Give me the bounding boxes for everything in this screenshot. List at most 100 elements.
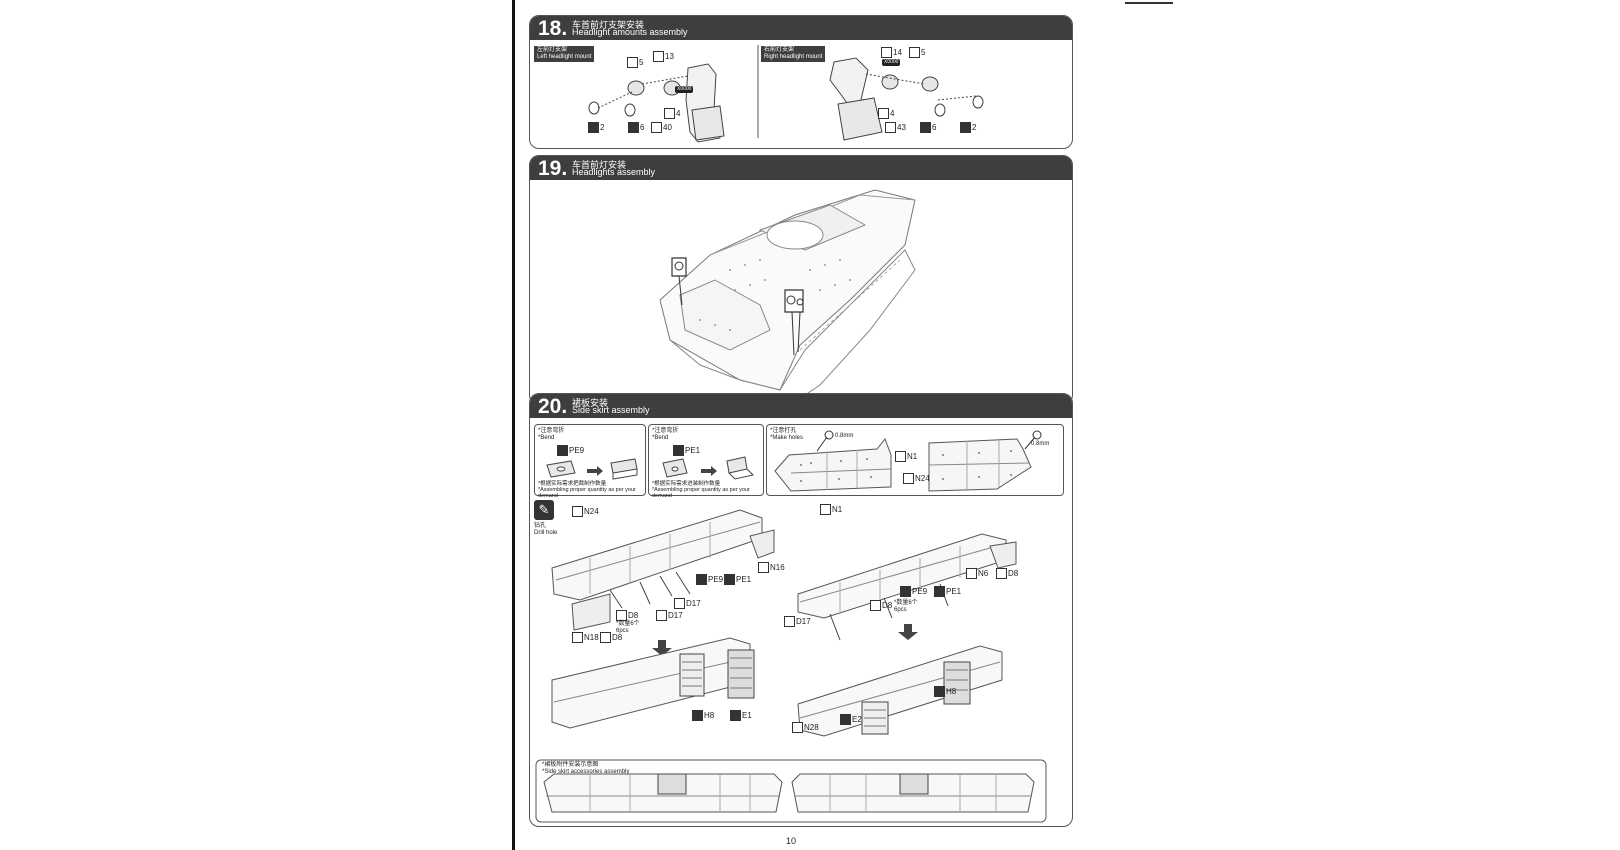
accessories-title-en: *Side skirt accessories assembly bbox=[542, 769, 630, 775]
part-label-left-40: 40 bbox=[651, 122, 672, 133]
part-number: N16 bbox=[770, 563, 785, 572]
sprue-chip bbox=[903, 473, 914, 484]
step-18-panel: 18. 车首前灯支架安装 Headlight amounts assembly … bbox=[529, 15, 1073, 149]
skirt-left-d8b: D8 bbox=[600, 632, 622, 643]
skirt-right-d8a: D8 bbox=[996, 568, 1018, 579]
part-number: D8 bbox=[1008, 569, 1019, 578]
part-number: 5 bbox=[921, 48, 926, 57]
part-label-left-4: 4 bbox=[664, 108, 680, 119]
note-hole-part-n24: N24 bbox=[903, 473, 930, 484]
step-19-title-cn: 车首前灯安装 bbox=[572, 161, 627, 171]
left-mount-label: 左前灯支架 Left headlight mount bbox=[534, 46, 595, 62]
skirt-left-h8: H8 bbox=[692, 710, 714, 721]
step-20-header: 20. 裙板安装 Side skirt assembly bbox=[530, 394, 1072, 418]
part-number: 5 bbox=[639, 58, 644, 67]
sprue-chip bbox=[627, 57, 638, 68]
part-number: PE9 bbox=[912, 587, 928, 596]
sprue-chip bbox=[960, 122, 971, 133]
part-number: N6 bbox=[978, 569, 989, 578]
accessories-title: *裙板附件安装示意图 *Side skirt accessories assem… bbox=[542, 762, 629, 776]
qty-en: 6pcs bbox=[894, 607, 907, 613]
part-number: 14 bbox=[893, 48, 902, 57]
note-title-en: *Bend bbox=[538, 435, 555, 441]
skirt-left-d8a: D8 bbox=[616, 610, 638, 621]
note-bend-pe9-title: *注意弯折 *Bend bbox=[538, 428, 564, 442]
sprue-chip bbox=[572, 632, 583, 643]
step-18-title-cn: 车首前灯支架安装 bbox=[572, 21, 645, 31]
part-number: 2 bbox=[972, 123, 977, 132]
part-number: N18 bbox=[584, 633, 599, 642]
left-mount-tag: X0000 bbox=[675, 86, 694, 93]
right-mount-tag: X0000 bbox=[882, 59, 901, 66]
sprue-chip bbox=[881, 47, 892, 58]
skirt-right-d8b: D8 bbox=[870, 600, 892, 611]
part-label-right-5: 5 bbox=[909, 47, 925, 58]
sprue-chip bbox=[934, 686, 945, 697]
sprue-chip bbox=[724, 574, 735, 585]
note-foot-en: *Assembling proper quantity as per your … bbox=[652, 487, 750, 499]
skirt-right-h8: H8 bbox=[934, 686, 956, 697]
step-19-panel: 19. 车首前灯安装 Headlights assembly bbox=[529, 155, 1073, 405]
note-bend-pe1-title: *注意弯折 *Bend bbox=[652, 428, 678, 442]
step-20-number: 20. bbox=[538, 395, 568, 418]
part-number: 2 bbox=[600, 123, 605, 132]
part-number: 6 bbox=[932, 123, 937, 132]
skirt-right-pe9: PE9 bbox=[900, 586, 927, 597]
part-number: PE9 bbox=[569, 446, 585, 455]
sprue-chip bbox=[628, 122, 639, 133]
part-number: N1 bbox=[832, 505, 843, 514]
qty-cn: *数量6个 bbox=[616, 621, 640, 627]
part-number: D17 bbox=[668, 611, 683, 620]
sprue-chip bbox=[895, 451, 906, 462]
sprue-chip bbox=[616, 610, 627, 621]
sprue-chip bbox=[996, 568, 1007, 579]
note-bend-pe1-part: PE1 bbox=[673, 445, 700, 456]
part-number: D8 bbox=[882, 601, 893, 610]
part-number: H8 bbox=[704, 711, 715, 720]
sprue-chip bbox=[664, 108, 675, 119]
note-make-holes: *注意打孔 *Make holes bbox=[766, 424, 1064, 496]
page-number: 10 bbox=[786, 836, 797, 846]
note-make-holes-title: *注意打孔 *Make holes bbox=[770, 428, 803, 442]
drill-label-cn: 钻孔 bbox=[534, 523, 547, 529]
sprue-chip bbox=[878, 108, 889, 119]
part-number: PE1 bbox=[685, 446, 701, 455]
step-20-title-en: Side skirt assembly bbox=[572, 405, 650, 415]
note-title-cn: *注意打孔 bbox=[770, 428, 797, 434]
sprue-chip bbox=[557, 445, 568, 456]
part-number: 13 bbox=[665, 52, 674, 61]
accessories-title-cn: *裙板附件安装示意图 bbox=[542, 762, 599, 768]
note-bend-pe9-part: PE9 bbox=[557, 445, 584, 456]
step-18-title-en: Headlight amounts assembly bbox=[572, 27, 688, 37]
sprue-chip bbox=[966, 568, 977, 579]
qty-cn: *数量6个 bbox=[894, 600, 918, 606]
skirt-left-n24: N24 bbox=[572, 506, 599, 517]
step-19-number: 19. bbox=[538, 157, 568, 180]
step-18-header: 18. 车首前灯支架安装 Headlight amounts assembly bbox=[530, 16, 1072, 40]
skirt-right-d17: D17 bbox=[784, 616, 811, 627]
sprue-chip bbox=[653, 51, 664, 62]
step-19-title-en: Headlights assembly bbox=[572, 167, 656, 177]
part-number: PE9 bbox=[708, 575, 724, 584]
note-foot-en: *Assembling proper quantity as per your … bbox=[538, 487, 636, 499]
skirt-right-n6: N6 bbox=[966, 568, 988, 579]
sprue-chip bbox=[673, 445, 684, 456]
skirt-left-n18: N18 bbox=[572, 632, 599, 643]
part-number: 4 bbox=[676, 109, 681, 118]
part-label-right-43: 43 bbox=[885, 122, 906, 133]
step-19-header: 19. 车首前灯安装 Headlights assembly bbox=[530, 156, 1072, 180]
skirt-right-e2: E2 bbox=[840, 714, 862, 725]
sprue-chip bbox=[792, 722, 803, 733]
skirt-left-d17a: D17 bbox=[674, 598, 701, 609]
hole-size-right: 0.8mm bbox=[1031, 441, 1050, 447]
sprue-chip bbox=[572, 506, 583, 517]
part-label-right-14: 14 bbox=[881, 47, 902, 58]
part-label-left-13: 13 bbox=[653, 51, 674, 62]
part-number: PE1 bbox=[736, 575, 752, 584]
sprue-chip bbox=[840, 714, 851, 725]
part-number: N24 bbox=[915, 474, 930, 483]
part-number: 6 bbox=[640, 123, 645, 132]
drill-label-en: Drill hole bbox=[534, 530, 558, 536]
step-20-title-cn: 裙板安装 bbox=[572, 399, 609, 409]
part-label-right-6: 6 bbox=[920, 122, 936, 133]
